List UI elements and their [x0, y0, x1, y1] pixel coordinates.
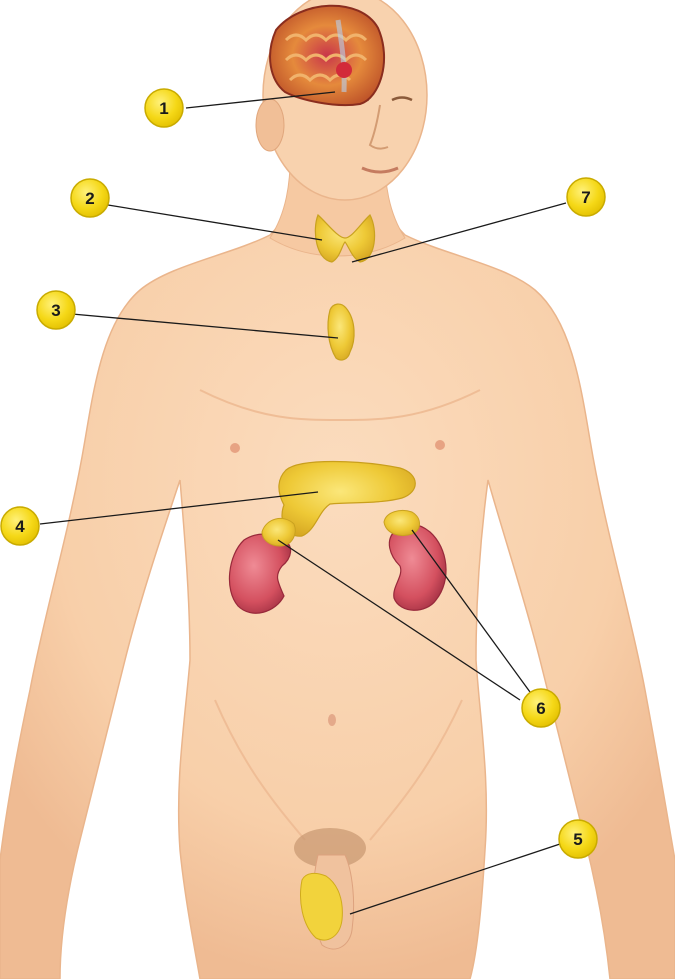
kidney-right [388, 523, 447, 611]
label-6-text: 6 [536, 699, 545, 718]
label-2-text: 2 [85, 189, 94, 208]
nipple-right [435, 440, 445, 450]
label-badge-5: 5 [558, 819, 598, 859]
leader-line-6b [411, 529, 531, 693]
label-badge-4: 4 [0, 506, 40, 546]
leader-line-7 [351, 202, 567, 263]
hip-line-left [214, 699, 306, 841]
eye-right [391, 96, 413, 102]
pancreas [278, 460, 416, 537]
torso [0, 149, 675, 979]
label-5-text: 5 [573, 830, 582, 849]
label-1-text: 1 [159, 99, 168, 118]
mouth [361, 166, 399, 174]
leader-line-3 [71, 313, 339, 339]
thyroid-gland [314, 213, 376, 263]
brain [269, 4, 386, 107]
leader-line-6a [277, 539, 521, 701]
adrenal-gland-left [261, 517, 296, 547]
leader-line-4 [39, 491, 319, 525]
label-7-text: 7 [581, 188, 590, 207]
label-badge-7: 7 [566, 177, 606, 217]
nipple-left [230, 443, 240, 453]
label-badge-2: 2 [70, 178, 110, 218]
pubic-hair [294, 828, 366, 868]
testis [300, 872, 343, 941]
thymus-gland [327, 303, 355, 361]
nose [368, 104, 389, 150]
label-4-text: 4 [15, 517, 25, 536]
leader-line-5 [349, 843, 561, 915]
navel [328, 714, 336, 726]
leader-line-1 [185, 91, 336, 109]
leader-line-2 [107, 204, 323, 241]
hip-line-right [369, 699, 463, 841]
chest-line [199, 389, 481, 422]
label-badge-6: 6 [521, 688, 561, 728]
label-badge-3: 3 [36, 290, 76, 330]
label-badge-1: 1 [144, 88, 184, 128]
ear [255, 98, 285, 152]
adrenal-gland-right [383, 509, 420, 536]
leader-lines [39, 91, 567, 915]
label-3-text: 3 [51, 301, 60, 320]
